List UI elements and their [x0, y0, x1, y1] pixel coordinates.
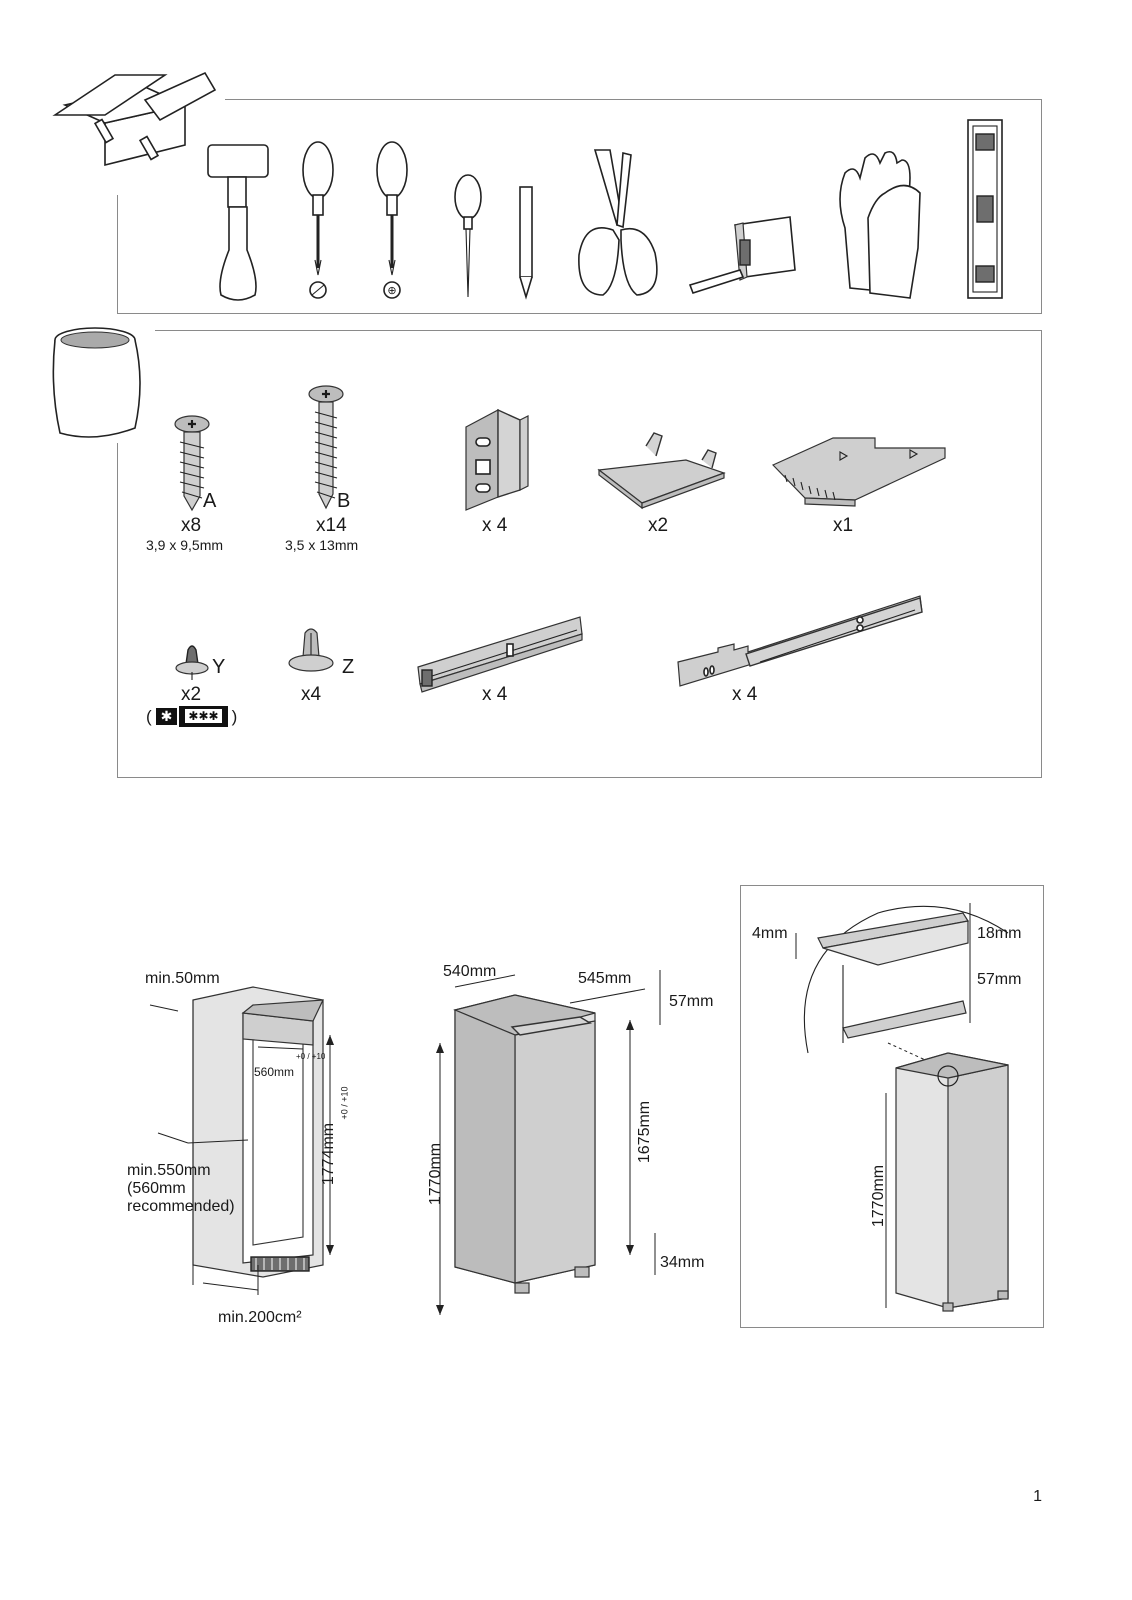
niche-top-gap: min.50mm [145, 970, 220, 987]
screw-a-letter: A [203, 490, 217, 512]
cover-icon [771, 437, 946, 507]
detail-thickness: 18mm [977, 925, 1022, 942]
plate-qty: x2 [648, 515, 669, 536]
niche-vent: min.200cm² [218, 1309, 302, 1326]
screw-a-icon: ✚ [174, 415, 210, 512]
cover-qty: x1 [833, 515, 854, 536]
hammer-icon [207, 144, 269, 301]
niche-depth: min.550mm [127, 1162, 211, 1179]
detail-frame [740, 885, 1044, 1328]
short-rail-icon [417, 616, 583, 693]
niche-width: 560mm [254, 1065, 295, 1079]
svg-text:✚: ✚ [321, 389, 330, 401]
appliance-bottom: 34mm [660, 1254, 705, 1271]
niche-width-tol: +0 / +10 [296, 1052, 326, 1061]
bag-icon [40, 318, 155, 443]
scissors-icon [578, 149, 658, 296]
tape-measure-icon [688, 216, 796, 294]
detail-diagram [795, 903, 1009, 1312]
appliance-diagram [436, 970, 661, 1315]
niche-depth-note2: recommended) [127, 1198, 235, 1215]
screw-a-qty: x8 [181, 515, 202, 536]
appliance-door-depth: 545mm [578, 970, 632, 987]
appliance-door-height: 1675mm [636, 1100, 654, 1164]
badge-close-paren: ) [231, 706, 238, 726]
gloves-icon [839, 150, 921, 299]
badge-open-paren: ( [146, 706, 152, 726]
screw-a-size: 3,9 x 9,5mm [146, 537, 224, 553]
phillips-screwdriver-icon: ⊕ [376, 141, 408, 299]
detail-top: 57mm [977, 971, 1022, 988]
tools-frame [117, 99, 1042, 314]
plug-z-letter: Z [342, 656, 355, 678]
svg-text:✚: ✚ [187, 419, 196, 431]
plate-icon [597, 432, 726, 510]
short-rail-qty: x 4 [482, 684, 508, 705]
plug-z-qty: x4 [301, 684, 322, 705]
page-number: 1 [1033, 1488, 1042, 1505]
plug-y-icon [175, 645, 209, 680]
pencil-icon [519, 186, 533, 300]
long-rail-icon [677, 595, 923, 687]
bracket-icon [465, 408, 529, 511]
star-rating-badge: ( ✱ ✱✱✱ ) [146, 706, 237, 727]
screw-b-qty: x14 [316, 515, 347, 536]
detail-height: 1770mm [870, 1164, 888, 1228]
niche-diagram [149, 986, 334, 1295]
svg-text:⊕: ⊕ [387, 285, 396, 297]
badge-single-star: ✱ [155, 708, 178, 725]
niche-height: 1774mm [320, 1122, 338, 1186]
appliance-height: 1770mm [427, 1142, 445, 1206]
plug-y-qty: x2 [181, 684, 202, 705]
screw-b-size: 3,5 x 13mm [285, 537, 359, 553]
appliance-top: 57mm [669, 993, 714, 1010]
detail-gap: 4mm [752, 925, 788, 942]
plug-y-letter: Y [212, 656, 226, 678]
bracket-qty: x 4 [482, 515, 508, 536]
toolbox-icon [45, 65, 225, 195]
appliance-depth: 540mm [443, 963, 497, 980]
awl-icon [454, 174, 482, 298]
spirit-level-icon [967, 119, 1003, 299]
niche-depth-note: (560mm [127, 1180, 186, 1197]
screw-b-icon: ✚ [308, 385, 344, 510]
screw-b-letter: B [337, 490, 351, 512]
flat-screwdriver-icon [302, 141, 334, 299]
niche-height-tol: +0 / +10 [339, 1086, 350, 1120]
badge-triple-star: ✱✱✱ [179, 706, 228, 727]
long-rail-qty: x 4 [732, 684, 758, 705]
plug-z-icon [288, 628, 334, 672]
parts-frame [117, 330, 1042, 778]
